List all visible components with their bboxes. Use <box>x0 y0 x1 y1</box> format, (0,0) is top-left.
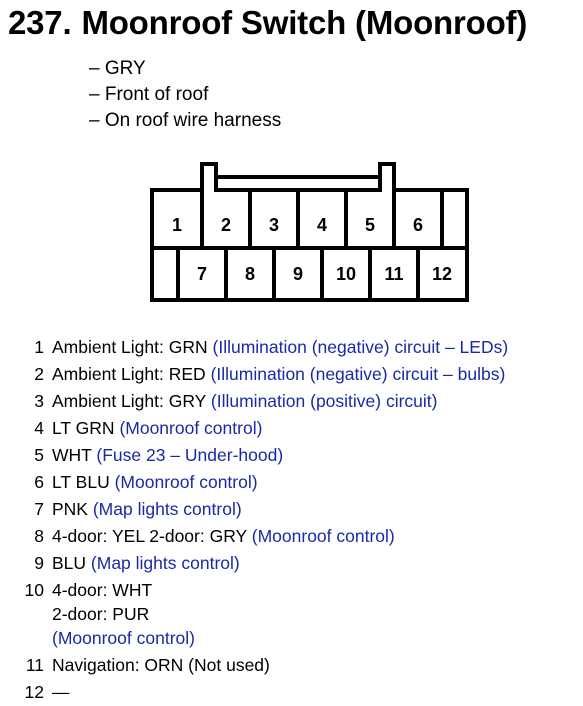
pin-wire: Navigation: ORN (Not used) <box>52 655 270 675</box>
pin-number: 4 <box>34 418 44 438</box>
terminal-9: 9 <box>293 264 303 284</box>
pin-row: 2 Ambient Light: RED (Illumination (nega… <box>0 361 583 388</box>
pin-wire: — <box>52 682 70 702</box>
terminal-5: 5 <box>365 215 375 235</box>
note-color: GRY <box>89 56 281 82</box>
pin-row: 6 LT BLU (Moonroof control) <box>0 469 583 496</box>
pin-row: 8 4-door: YEL 2-door: GRY (Moonroof cont… <box>0 523 583 550</box>
pin-wire: WHT <box>52 445 92 465</box>
pin-row: 7 PNK (Map lights control) <box>0 496 583 523</box>
pin-wire: BLU <box>52 553 87 573</box>
pin-number: 10 <box>24 580 44 600</box>
terminal-10: 10 <box>336 264 356 284</box>
pin-row: 1 Ambient Light: GRN (Illumination (nega… <box>0 334 583 361</box>
terminal-3: 3 <box>269 215 279 235</box>
pin-number: 8 <box>34 526 44 546</box>
terminal-6: 6 <box>413 215 423 235</box>
terminal-2: 2 <box>221 215 231 235</box>
section-number: 237. <box>8 4 72 41</box>
pin-number: 9 <box>34 553 44 573</box>
pin-row: 11 Navigation: ORN (Not used) <box>0 652 583 679</box>
pin-number: 6 <box>34 472 44 492</box>
connector-diagram: 1 2 3 4 5 6 7 8 9 10 11 12 <box>150 162 469 302</box>
pin-number: 3 <box>34 391 44 411</box>
terminal-8: 8 <box>245 264 255 284</box>
pin-number: 7 <box>34 499 44 519</box>
pin-wire: 2-door: PUR <box>52 604 150 624</box>
pin-row: 4 LT GRN (Moonroof control) <box>0 415 583 442</box>
pin-row: 12 — <box>0 679 583 706</box>
terminal-1: 1 <box>172 215 182 235</box>
pin-row: 9 BLU (Map lights control) <box>0 550 583 577</box>
pin-description: (Moonroof control) <box>52 628 195 648</box>
terminal-4: 4 <box>317 215 327 235</box>
pin-wire: PNK <box>52 499 88 519</box>
pin-wire: Ambient Light: RED <box>52 364 206 384</box>
pin-description: (Illumination (negative) circuit – bulbs… <box>210 364 506 384</box>
pin-number: 12 <box>24 682 44 702</box>
pin-number: 2 <box>34 364 44 384</box>
terminal-11: 11 <box>384 264 403 284</box>
note-harness: On roof wire harness <box>89 108 281 134</box>
pin-row: 5 WHT (Fuse 23 – Under-hood) <box>0 442 583 469</box>
pin-row: 10 4-door: WHT 2-door: PUR (Moonroof con… <box>0 577 583 652</box>
terminal-12: 12 <box>432 264 452 284</box>
pin-wire: Ambient Light: GRY <box>52 391 207 411</box>
pin-list: 1 Ambient Light: GRN (Illumination (nega… <box>0 334 583 706</box>
pin-wire: 4-door: WHT <box>52 580 153 600</box>
pin-description: (Moonroof control) <box>251 526 395 546</box>
terminal-7: 7 <box>197 264 207 284</box>
pin-number: 11 <box>25 655 44 675</box>
pin-wire: 4-door: YEL 2-door: GRY <box>52 526 247 546</box>
pin-row: 3 Ambient Light: GRY (Illumination (posi… <box>0 388 583 415</box>
pin-wire: Ambient Light: GRN <box>52 337 208 357</box>
pin-number: 5 <box>34 445 44 465</box>
pin-wire: LT BLU <box>52 472 110 492</box>
pin-description: (Moonroof control) <box>119 418 263 438</box>
pin-number: 1 <box>34 337 44 357</box>
pin-description: (Fuse 23 – Under-hood) <box>96 445 284 465</box>
page-title: 237.Moonroof Switch (Moonroof) <box>8 4 527 42</box>
pin-description: (Illumination (positive) circuit) <box>210 391 438 411</box>
pin-description: (Illumination (negative) circuit – LEDs) <box>212 337 509 357</box>
pin-wire: LT GRN <box>52 418 115 438</box>
note-location: Front of roof <box>89 82 281 108</box>
connector-notes: GRY Front of roof On roof wire harness <box>89 56 281 134</box>
pin-description: (Map lights control) <box>92 499 242 519</box>
title-text: Moonroof Switch (Moonroof) <box>81 4 528 41</box>
pin-description: (Moonroof control) <box>114 472 258 492</box>
pin-description: (Map lights control) <box>90 553 240 573</box>
